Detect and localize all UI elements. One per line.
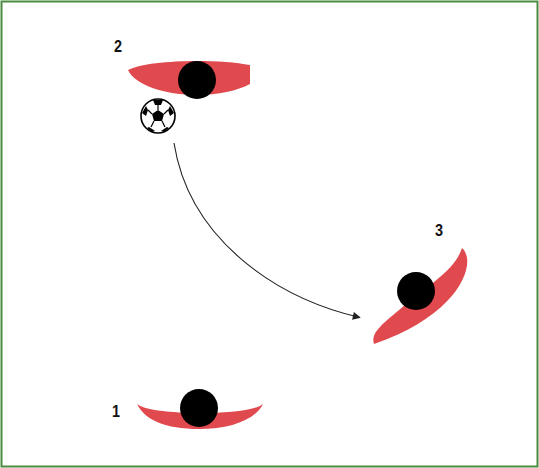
player-number: 2 (114, 38, 122, 56)
player-number: 3 (435, 222, 443, 240)
pass-arrow (174, 143, 360, 318)
player-symbol (110, 38, 250, 140)
player: 3 (360, 220, 475, 350)
player-number: 1 (112, 403, 120, 421)
player: 1 (108, 385, 268, 435)
player-symbol (360, 220, 475, 350)
player: 2 (110, 38, 250, 140)
player-symbol (108, 385, 268, 435)
